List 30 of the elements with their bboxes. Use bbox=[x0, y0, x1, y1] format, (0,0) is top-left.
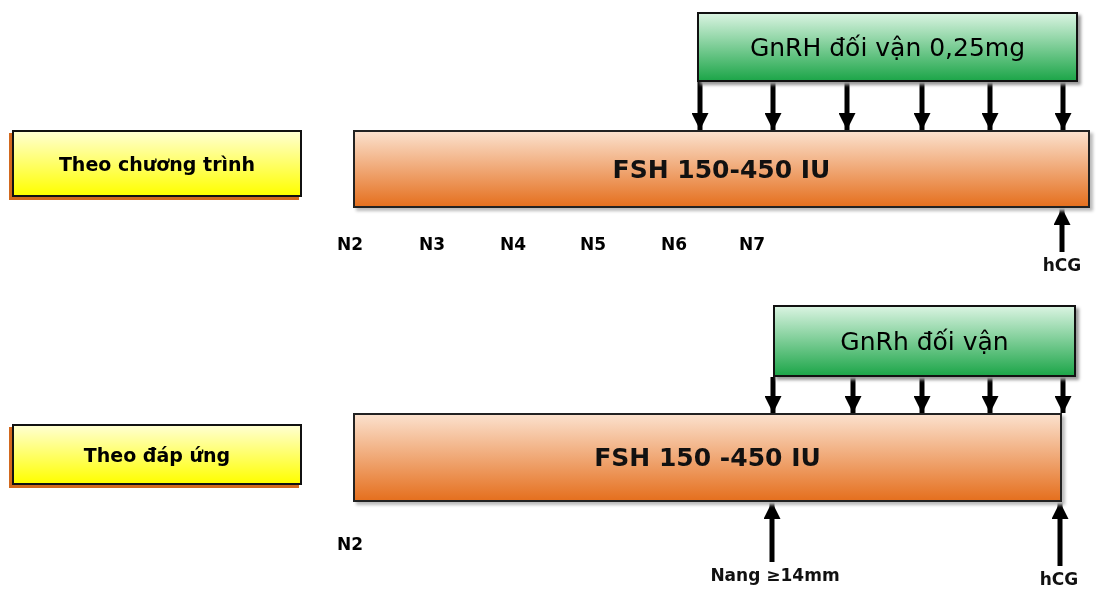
arrow bbox=[838, 82, 856, 130]
arrow bbox=[763, 502, 781, 562]
day-label: N6 bbox=[661, 234, 688, 254]
annotation-text: Nang ≥14mm bbox=[690, 564, 860, 586]
arrow bbox=[691, 82, 709, 130]
arrow bbox=[764, 82, 782, 130]
day-label: N4 bbox=[500, 234, 527, 254]
arrow bbox=[913, 82, 931, 130]
day-label: N2 bbox=[337, 234, 364, 254]
arrow bbox=[844, 377, 862, 413]
arrow bbox=[1053, 208, 1071, 252]
antagonist-box: GnRh đối vận bbox=[773, 305, 1076, 377]
arrow bbox=[1054, 377, 1072, 413]
protocol-label-box: Theo chương trình bbox=[12, 130, 302, 197]
annotation-text: hCG bbox=[1040, 254, 1084, 276]
day-label: N7 bbox=[739, 234, 766, 254]
arrow bbox=[981, 82, 999, 130]
arrow bbox=[981, 377, 999, 413]
day-label: N3 bbox=[419, 234, 446, 254]
day-label: N2 bbox=[337, 534, 364, 554]
annotation-text: hCG bbox=[1036, 568, 1082, 590]
arrow bbox=[913, 377, 931, 413]
stimulation-bar: FSH 150-450 IU bbox=[353, 130, 1090, 208]
stimulation-bar: FSH 150 -450 IU bbox=[353, 413, 1062, 502]
arrow bbox=[764, 377, 782, 413]
antagonist-box: GnRH đối vận 0,25mg bbox=[697, 12, 1078, 82]
arrow bbox=[1051, 502, 1069, 566]
arrow bbox=[1054, 82, 1072, 130]
protocol-label-box: Theo đáp ứng bbox=[12, 424, 302, 485]
day-label: N5 bbox=[580, 234, 607, 254]
